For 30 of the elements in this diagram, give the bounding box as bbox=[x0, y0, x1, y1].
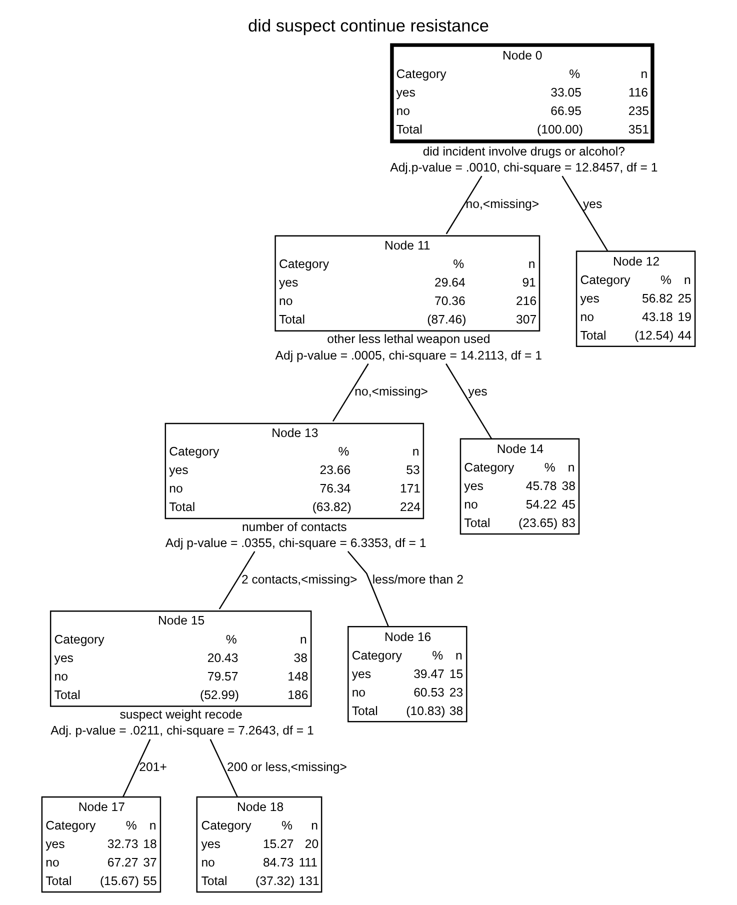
connector bbox=[332, 363, 369, 422]
node-label: Adj. p-value = .0211, chi-square = 7.2643, df = 1 bbox=[50, 724, 314, 738]
edge-label: no,<missing> bbox=[354, 384, 428, 399]
connector bbox=[562, 176, 608, 252]
node-box: Node 14 Category % n yes 45.78 38 no 54.22 45 Total (23.65) 83 bbox=[460, 438, 580, 535]
edge-label: yes bbox=[468, 384, 488, 399]
node-label: Adj.p-value = .0010, chi-square = 12.8457, df = 1 bbox=[390, 160, 658, 175]
node-label: suspect weight recode bbox=[120, 708, 242, 722]
connector bbox=[446, 363, 492, 440]
edge-label: 2 contacts,<missing> bbox=[241, 572, 358, 586]
connector bbox=[446, 176, 482, 234]
node-label: did incident involve drugs or alcohol? bbox=[422, 144, 625, 159]
node-box: Node 16 Category % n yes 39.47 15 no 60.53 23 Total (10.83) 38 bbox=[348, 626, 468, 722]
node-label: other less lethal weapon used bbox=[327, 332, 490, 346]
edge-label: yes bbox=[582, 197, 602, 212]
edge-label: less/more than 2 bbox=[372, 572, 464, 586]
node-label: Adj p-value = .0005, chi-square = 14.2113, df = 1 bbox=[275, 348, 542, 362]
node-label: Adj p-value = .0355, chi-square = 6.3353, df = 1 bbox=[165, 536, 426, 550]
node-box: Node 12 Category % n yes 56.82 25 no 43.18 19 Total (12.54) 44 bbox=[576, 250, 696, 347]
connector bbox=[347, 551, 389, 626]
connector bbox=[218, 551, 256, 610]
edge-label: 201+ bbox=[139, 760, 167, 774]
node-box: Node 17 Category % n yes 32.73 18 no 67.27 37 Total (15.67) 55 bbox=[41, 796, 162, 893]
node-label: number of contacts bbox=[242, 520, 347, 534]
node-box: Node 18 Category % n yes 15.27 20 no 84.73 111 Total (37.32) 131 bbox=[196, 796, 322, 893]
edge-label: 200 or less,<missing> bbox=[227, 760, 347, 774]
diagram-title: did suspect continue resistance bbox=[248, 16, 489, 36]
connector bbox=[210, 739, 238, 797]
edge-label: no,<missing> bbox=[466, 197, 540, 212]
connector bbox=[122, 739, 151, 797]
